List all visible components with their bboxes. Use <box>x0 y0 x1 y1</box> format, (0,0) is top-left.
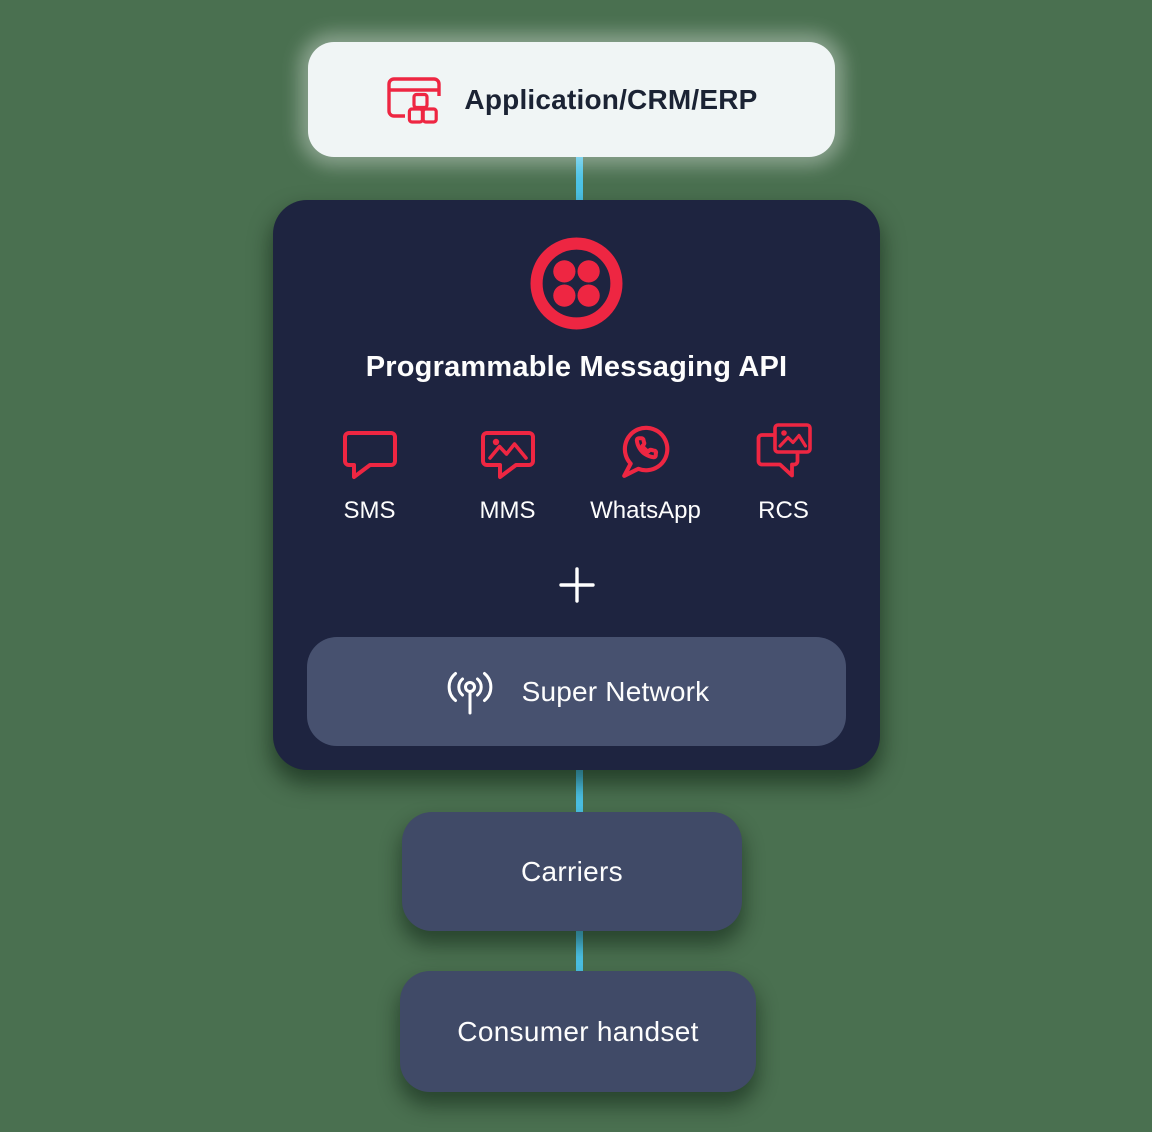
channel-label: WhatsApp <box>590 497 701 524</box>
super-network-node: Super Network <box>307 637 846 746</box>
mms-image-bubble-icon <box>478 416 538 480</box>
carriers-node: Carriers <box>402 812 742 931</box>
connector-platform-to-carriers <box>576 762 583 818</box>
connector-carriers-to-handset <box>576 925 583 977</box>
channel-sms: SMS <box>305 416 435 526</box>
channel-whatsapp: WhatsApp <box>581 416 711 526</box>
rcs-rich-card-bubble-icon <box>753 416 815 480</box>
consumer-handset-node: Consumer handset <box>400 971 756 1092</box>
twilio-logo-icon <box>530 237 623 330</box>
connector-app-to-platform <box>576 150 583 206</box>
super-network-label: Super Network <box>521 675 710 707</box>
channel-label: MMS <box>479 497 536 524</box>
channel-label: RCS <box>758 497 809 524</box>
channel-row: SMS MMS <box>305 416 849 526</box>
whatsapp-icon <box>617 416 675 480</box>
app-window-icon <box>385 73 442 127</box>
carriers-label: Carriers <box>521 855 623 887</box>
channel-rcs: RCS <box>719 416 849 526</box>
platform-title: Programmable Messaging API <box>365 351 788 383</box>
application-label: Application/CRM/ERP <box>464 83 758 115</box>
antenna-broadcast-icon <box>444 666 496 718</box>
channel-mms: MMS <box>443 416 573 526</box>
plus-icon <box>558 566 596 604</box>
channel-label: SMS <box>343 497 396 524</box>
consumer-handset-label: Consumer handset <box>457 1015 699 1047</box>
messaging-platform-node: Programmable Messaging API SMS <box>273 200 880 770</box>
sms-chat-bubble-icon <box>340 416 400 480</box>
application-node: Application/CRM/ERP <box>308 42 835 157</box>
